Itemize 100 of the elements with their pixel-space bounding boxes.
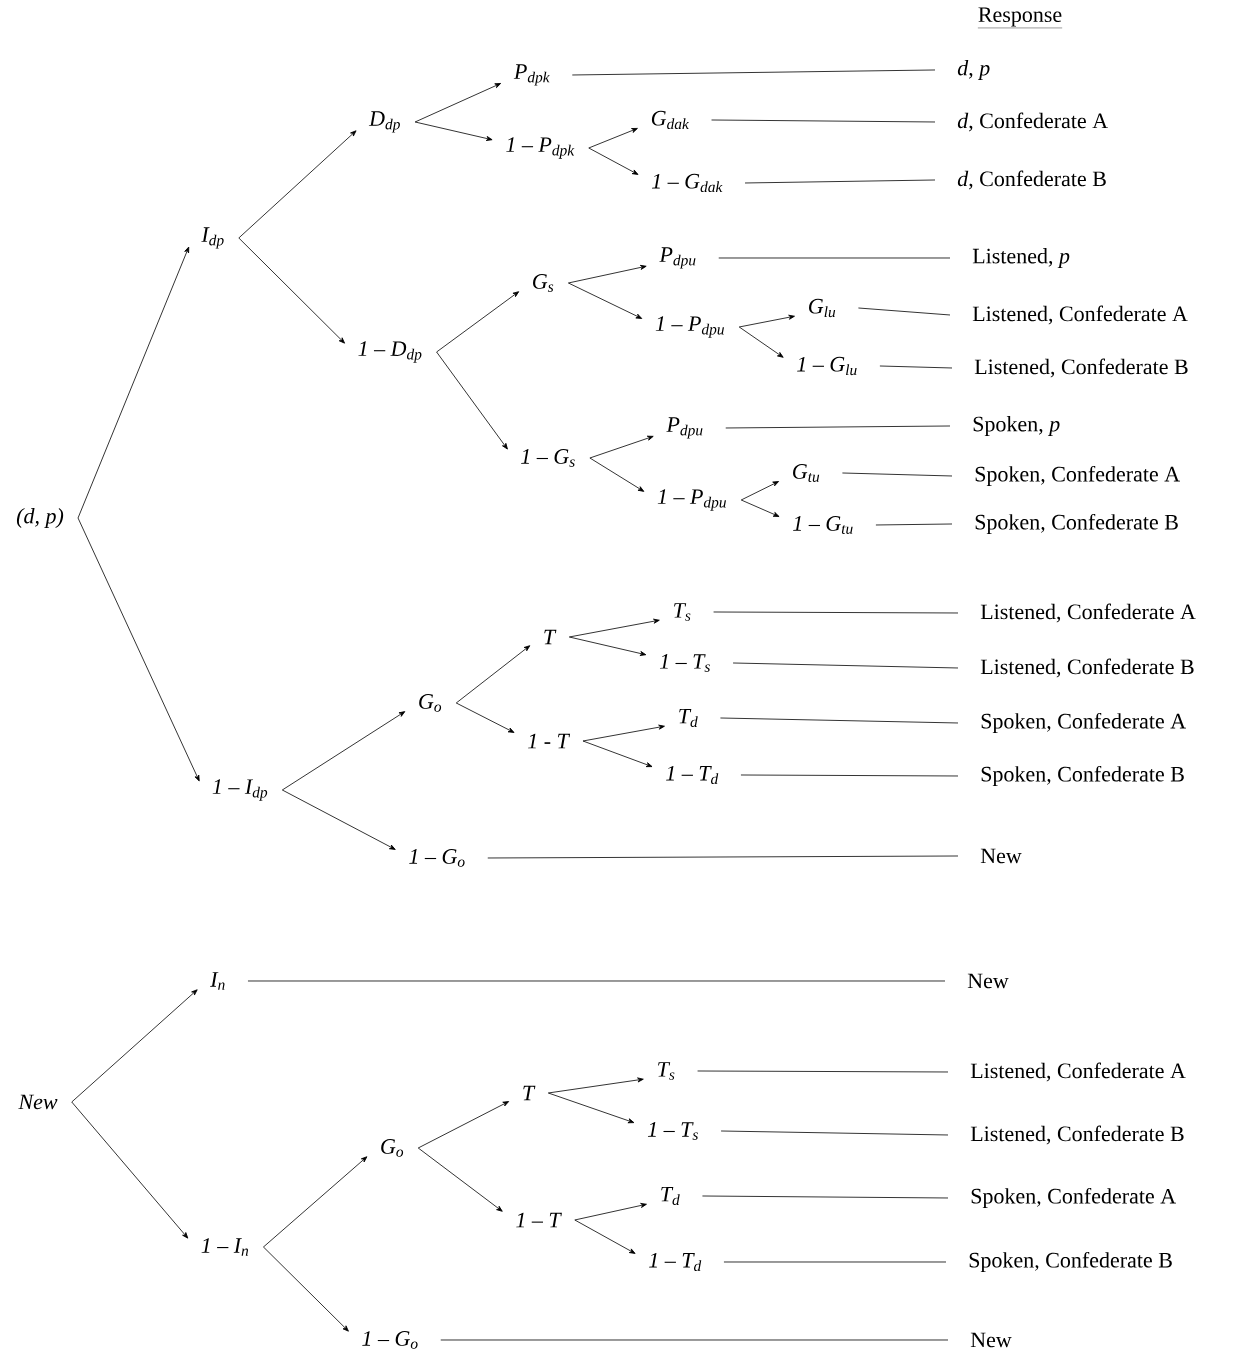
branch-arrow <box>436 291 520 353</box>
parameter-label: 1 – P$_{dpk}$ <box>506 137 575 159</box>
branch-arrow <box>417 1147 503 1212</box>
response-label: Listened, Confederate A <box>972 305 1188 325</box>
connector-line <box>725 425 951 429</box>
parameter-label: 1 – P$_{dpu}$ <box>655 316 724 338</box>
parameter-label: 1 – T$_{d}$ <box>666 765 719 785</box>
branch-arrow <box>589 457 645 492</box>
branch-arrow <box>71 989 198 1103</box>
connector-line <box>879 365 953 369</box>
branch-arrow <box>568 636 647 656</box>
parameter-label: 1 – G$_{dak}$ <box>652 173 723 193</box>
connector-line <box>697 1070 949 1073</box>
connector-line <box>440 1339 949 1341</box>
response-label: New <box>980 848 1022 864</box>
branch-arrow <box>238 237 345 344</box>
parameter-label: P$_{dpk}$ <box>513 64 550 86</box>
connector-line <box>571 69 936 76</box>
branch-arrow <box>738 326 784 358</box>
branch-arrow <box>281 711 406 791</box>
parameter-label: 1 – T$_{d}$ <box>649 1252 702 1272</box>
branch-arrow <box>417 1101 510 1149</box>
connector-line <box>842 472 953 477</box>
parameter-label: 1 – G$_{o}$ <box>362 1331 418 1349</box>
connector-line <box>740 774 959 777</box>
branch-arrow <box>574 1203 647 1221</box>
parameter-label: (d, p) <box>16 508 64 528</box>
branch-arrow <box>738 314 795 328</box>
response-label: Spoken, Confederate A <box>971 1187 1176 1209</box>
response-label: New <box>967 973 1009 989</box>
branch-arrow <box>71 1101 189 1239</box>
parameter-label: 1 – I$_{n}$ <box>201 1238 249 1256</box>
branch-arrow <box>740 499 780 517</box>
parameter-label: 1 – I$_{dp}$ <box>212 779 268 801</box>
response-label: Listened, Confederate A <box>980 603 1196 623</box>
parameter-label: I$_{n}$ <box>210 972 225 990</box>
branch-arrow <box>568 282 643 319</box>
branch-arrow <box>414 121 493 141</box>
parameter-label: T$_{s}$ <box>658 1062 675 1080</box>
connector-line <box>713 611 959 614</box>
response-label: Spoken, Confederate B <box>981 765 1184 787</box>
parameter-label: New <box>18 1094 58 1110</box>
parameter-label: G$_{s}$ <box>533 274 554 292</box>
connector-line <box>711 119 936 123</box>
branch-arrow <box>263 1246 349 1332</box>
parameter-label: 1 – D$_{dp}$ <box>358 341 422 363</box>
parameter-label: 1 – G$_{s}$ <box>521 449 575 467</box>
response-label: Spoken, Confederate B <box>975 513 1178 535</box>
connector-line <box>487 855 959 859</box>
response-label: Spoken, Confederate A <box>981 712 1186 734</box>
connector-line <box>723 1261 947 1263</box>
branch-arrow <box>740 481 779 501</box>
branch-arrow <box>588 128 638 149</box>
parameter-label: 1 – G$_{lu}$ <box>797 356 857 376</box>
branch-arrow <box>574 1219 636 1254</box>
connector-line <box>720 717 959 724</box>
response-label: New <box>970 1332 1012 1348</box>
parameter-label: D$_{dp}$ <box>368 111 400 133</box>
response-label: Listened, Confederate A <box>970 1062 1186 1082</box>
connector-line <box>858 307 951 316</box>
response-label: d, Confederate A <box>957 112 1108 132</box>
parameter-label: 1 – T <box>516 1212 562 1228</box>
parameter-label: T$_{d}$ <box>661 1186 680 1206</box>
branch-arrow <box>455 702 515 733</box>
connector-line <box>744 179 936 184</box>
branch-arrow <box>77 517 200 782</box>
response-label: Listened, Confederate B <box>980 658 1194 678</box>
parameter-label: 1 – T$_{s}$ <box>659 654 710 672</box>
response-label: Listened, p <box>972 248 1070 268</box>
response-label: Spoken, p <box>973 416 1060 436</box>
response-label: Spoken, Confederate A <box>975 465 1180 487</box>
parameter-label: G$_{dak}$ <box>651 110 690 130</box>
parameter-label: T <box>523 1085 536 1101</box>
parameter-label: G$_{tu}$ <box>793 464 820 482</box>
connector-line <box>720 1130 949 1136</box>
parameter-label: P$_{dpu}$ <box>666 417 703 439</box>
parameter-label: T$_{s}$ <box>674 603 691 621</box>
response-label: d, p <box>957 60 990 80</box>
response-label: Spoken, Confederate B <box>969 1251 1172 1273</box>
parameter-label: P$_{dpu}$ <box>659 247 696 269</box>
branch-arrow <box>582 724 665 742</box>
branch-arrow <box>455 645 531 704</box>
branch-arrow <box>436 351 508 450</box>
connector-line <box>247 980 946 982</box>
connector-line <box>702 1195 949 1199</box>
branch-arrow <box>281 789 396 850</box>
parameter-label: 1 – P$_{dpu}$ <box>657 489 726 511</box>
parameter-label: G$_{o}$ <box>381 1139 404 1157</box>
branch-arrow <box>263 1156 368 1248</box>
response-label: Listened, Confederate B <box>970 1125 1184 1145</box>
branch-arrow <box>547 1092 635 1124</box>
branch-arrow <box>547 1077 644 1094</box>
branch-arrow <box>568 618 660 638</box>
branch-arrow <box>568 264 647 284</box>
branch-arrow <box>582 740 653 768</box>
branch-arrow <box>238 130 357 239</box>
parameter-label: G$_{lu}$ <box>809 298 836 318</box>
parameter-label: 1 – G$_{tu}$ <box>793 516 853 534</box>
branch-arrow <box>589 435 654 459</box>
parameter-label: I$_{dp}$ <box>201 227 224 249</box>
